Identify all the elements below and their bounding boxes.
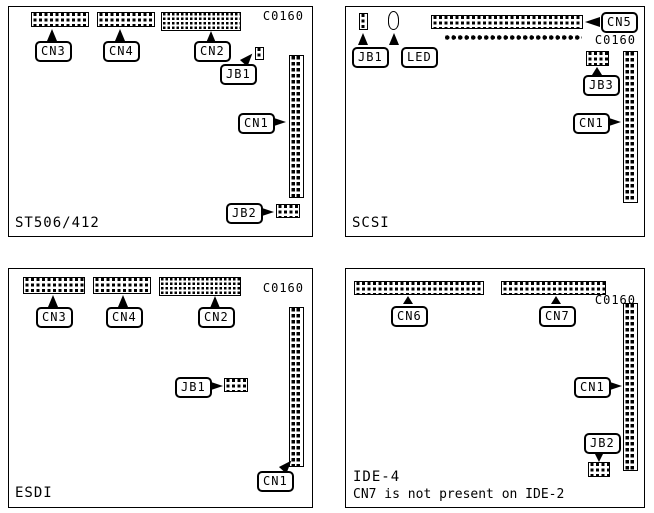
jb2-arrow-icon bbox=[259, 207, 274, 217]
cn3-arrow-icon bbox=[47, 29, 57, 41]
panel-note: CN7 is not present on IDE-2 bbox=[353, 487, 565, 502]
cn2-label: CN2 bbox=[194, 41, 231, 62]
panel-caption: ST506/412 bbox=[15, 215, 100, 231]
jb1-arrow-icon bbox=[208, 381, 223, 391]
cn4-connector bbox=[93, 277, 151, 294]
cn5-arrow-icon bbox=[585, 17, 600, 27]
board-code: C0160 bbox=[262, 281, 304, 295]
led-arrow-icon bbox=[389, 33, 399, 45]
jb2-label: JB2 bbox=[226, 203, 263, 224]
cn1-label: CN1 bbox=[238, 113, 275, 134]
panel-st506-412: C0160 CN3 CN4 CN2 JB1 CN1 JB2 ST506/412 bbox=[8, 6, 313, 237]
panel-esdi: C0160 CN3 CN4 CN2 JB1 CN1 ESDI bbox=[8, 268, 313, 508]
cn1-arrow-icon bbox=[606, 117, 621, 127]
cn1-connector bbox=[623, 303, 638, 471]
cn2-arrow-icon bbox=[206, 31, 216, 43]
jb2-connector bbox=[276, 204, 300, 218]
jb2-label: JB2 bbox=[584, 433, 621, 454]
jb1-label: JB1 bbox=[175, 377, 212, 398]
cn4-label: CN4 bbox=[103, 41, 140, 62]
cn7-label: CN7 bbox=[539, 306, 576, 327]
board-code: C0160 bbox=[594, 33, 636, 47]
jb2-connector bbox=[588, 462, 610, 477]
cn3-connector bbox=[23, 277, 85, 294]
cn5-label: CN5 bbox=[601, 12, 638, 33]
jb1-connector bbox=[224, 378, 248, 392]
cn4-label: CN4 bbox=[106, 307, 143, 328]
cn5-connector bbox=[431, 15, 583, 29]
cn4-arrow-icon bbox=[118, 295, 128, 307]
cn1-connector bbox=[289, 55, 304, 198]
jb1-label: JB1 bbox=[220, 64, 257, 85]
cn7-connector bbox=[501, 281, 606, 295]
jb3-arrow-icon bbox=[592, 67, 602, 75]
cn6-connector bbox=[354, 281, 484, 295]
panel-ide4: C0160 CN6 CN7 CN1 JB2 IDE-4 CN7 is not p… bbox=[345, 268, 645, 508]
cn1-connector bbox=[623, 51, 638, 203]
cn2-arrow-icon bbox=[210, 296, 220, 308]
cn1-arrow-icon bbox=[607, 381, 622, 391]
jb1-connector bbox=[255, 47, 264, 60]
panel-caption: SCSI bbox=[352, 215, 390, 231]
panel-caption: ESDI bbox=[15, 485, 53, 501]
cn2-connector bbox=[159, 277, 241, 296]
cn4-arrow-icon bbox=[115, 29, 125, 41]
jb1-arrow-icon bbox=[358, 33, 368, 45]
jb1-label: JB1 bbox=[352, 47, 389, 68]
jb3-label: JB3 bbox=[583, 75, 620, 96]
cn1-label: CN1 bbox=[573, 113, 610, 134]
board-code: C0160 bbox=[262, 9, 304, 23]
cn1-arrow-icon bbox=[271, 117, 286, 127]
jb2-arrow-icon bbox=[594, 452, 604, 462]
panel-scsi: CN5 C0160 JB1 LED JB3 CN1 SCSI bbox=[345, 6, 645, 237]
jb1-connector bbox=[359, 13, 368, 30]
cn6-label: CN6 bbox=[391, 306, 428, 327]
panel-caption: IDE-4 bbox=[353, 469, 401, 485]
led-symbol bbox=[388, 11, 399, 30]
cn2-label: CN2 bbox=[198, 307, 235, 328]
cn1-label: CN1 bbox=[257, 471, 294, 492]
cn3-label: CN3 bbox=[35, 41, 72, 62]
cn6-arrow-icon bbox=[403, 296, 413, 304]
cn3-label: CN3 bbox=[36, 307, 73, 328]
cn1-connector bbox=[289, 307, 304, 467]
cn3-connector bbox=[31, 12, 89, 27]
terminator-dots bbox=[444, 33, 582, 42]
cn3-arrow-icon bbox=[48, 295, 58, 307]
led-label: LED bbox=[401, 47, 438, 68]
cn7-arrow-icon bbox=[551, 296, 561, 304]
cn2-connector bbox=[161, 12, 241, 31]
jb3-connector bbox=[586, 51, 609, 66]
cn4-connector bbox=[97, 12, 155, 27]
cn1-label: CN1 bbox=[574, 377, 611, 398]
